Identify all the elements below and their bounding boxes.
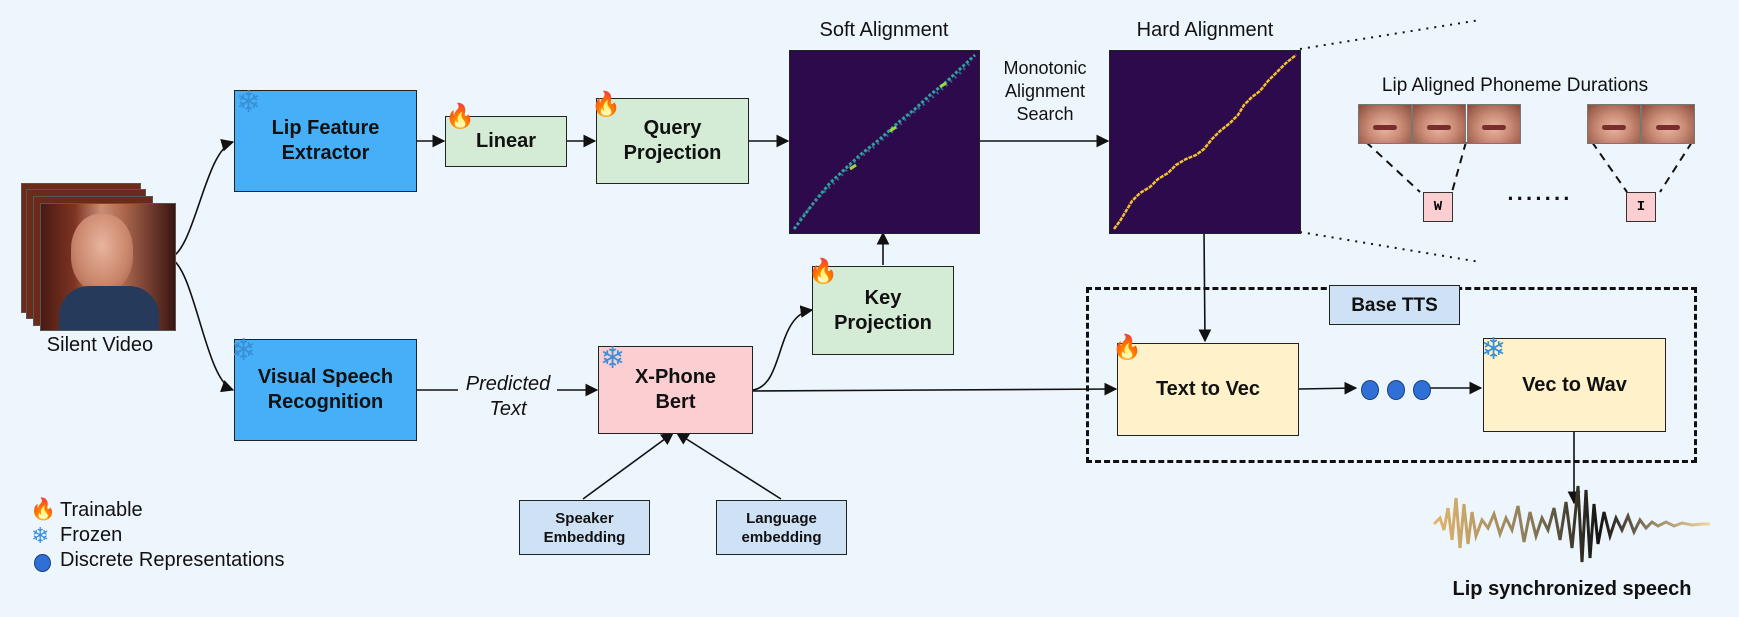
output-caption: Lip synchronized speech xyxy=(1452,578,1692,600)
video-frame-front xyxy=(40,203,176,331)
hard-alignment-path xyxy=(1113,54,1297,230)
video-to-lfe-arrow xyxy=(169,139,235,259)
flame-icon: 🔥 xyxy=(30,498,57,521)
soft-alignment-diagonal xyxy=(792,53,977,230)
snowflake-icon: ❄ xyxy=(600,342,626,375)
lip-frame-3 xyxy=(1467,104,1521,144)
soft-alignment-spread xyxy=(798,59,974,220)
text-to-vec-node: Text to Vec xyxy=(1117,343,1299,436)
soft-alignment-highlights xyxy=(849,81,947,171)
lip-frame-4 xyxy=(1587,104,1641,144)
linear-node: Linear xyxy=(445,116,567,167)
xphone-bert-node: X-Phone Bert xyxy=(598,346,753,434)
phoneme-ellipsis: ······· xyxy=(1507,186,1573,211)
flame-icon: 🔥 xyxy=(591,91,621,118)
speech-waveform xyxy=(1432,485,1710,563)
silent-video-caption: Silent Video xyxy=(46,334,154,356)
lip-w-left-dash xyxy=(1365,141,1421,193)
snowflake-icon: ❄ xyxy=(236,86,262,119)
monotonic-alignment-label: Monotonic Alignment Search xyxy=(1003,58,1087,124)
lip-w-right-dash xyxy=(1451,141,1467,193)
flame-icon: 🔥 xyxy=(445,103,475,130)
legend-discrete-label: Discrete Representations xyxy=(60,549,285,571)
lip-frame-5 xyxy=(1641,104,1695,144)
speaker-face xyxy=(71,214,133,292)
query-projection-node: Query Projection xyxy=(596,98,749,184)
predicted-text-label: Predicted Text xyxy=(465,373,551,420)
discrete-token-3 xyxy=(1413,380,1431,400)
video-to-vsr-arrow xyxy=(169,257,235,393)
discrete-token-2 xyxy=(1387,380,1405,400)
key-projection-node: Key Projection xyxy=(812,266,954,355)
lip-aligned-title: Lip Aligned Phoneme Durations xyxy=(1381,75,1649,96)
zoom-line-bottom xyxy=(1299,231,1481,263)
lip-frame-1 xyxy=(1358,104,1412,144)
hard-to-t2v-arrow xyxy=(1198,231,1212,343)
soft-alignment-matrix xyxy=(789,50,980,234)
speaker-to-bert-arrow xyxy=(582,432,675,500)
t2v-to-dots-arrow xyxy=(1298,381,1358,395)
blue-dot-icon xyxy=(34,554,51,572)
lip-i-right-dash xyxy=(1659,141,1693,193)
hard-alignment-matrix xyxy=(1109,50,1301,234)
flame-icon: 🔥 xyxy=(1112,334,1142,361)
lip-i-left-dash xyxy=(1591,141,1628,193)
phoneme-w: W xyxy=(1423,192,1453,222)
language-to-bert-arrow xyxy=(675,432,782,500)
speaker-shirt xyxy=(59,286,159,330)
visual-speech-recognition-node: Visual Speech Recognition xyxy=(234,339,417,441)
language-embedding-node: Language embedding xyxy=(716,500,847,555)
snowflake-icon: ❄ xyxy=(231,334,257,367)
legend-trainable-label: Trainable xyxy=(60,499,143,521)
lip-frame-2 xyxy=(1412,104,1466,144)
snowflake-icon: ❄ xyxy=(1481,333,1507,366)
zoom-line-top xyxy=(1299,19,1481,50)
phoneme-i: I xyxy=(1626,192,1656,222)
flame-icon: 🔥 xyxy=(808,258,838,285)
speaker-embedding-node: Speaker Embedding xyxy=(519,500,650,555)
base-tts-label: Base TTS xyxy=(1329,285,1460,325)
snowflake-icon: ❄ xyxy=(31,523,50,548)
discrete-token-1 xyxy=(1361,380,1379,400)
hard-alignment-title: Hard Alignment xyxy=(1136,19,1274,41)
lip-feature-extractor-node: Lip Feature Extractor xyxy=(234,90,417,192)
legend-frozen-label: Frozen xyxy=(60,524,123,546)
vec-to-wav-node: Vec to Wav xyxy=(1483,338,1666,432)
bert-to-key-arrow xyxy=(752,305,814,391)
soft-alignment-title: Soft Alignment xyxy=(819,19,949,41)
bert-to-t2v-arrow xyxy=(752,382,1118,396)
